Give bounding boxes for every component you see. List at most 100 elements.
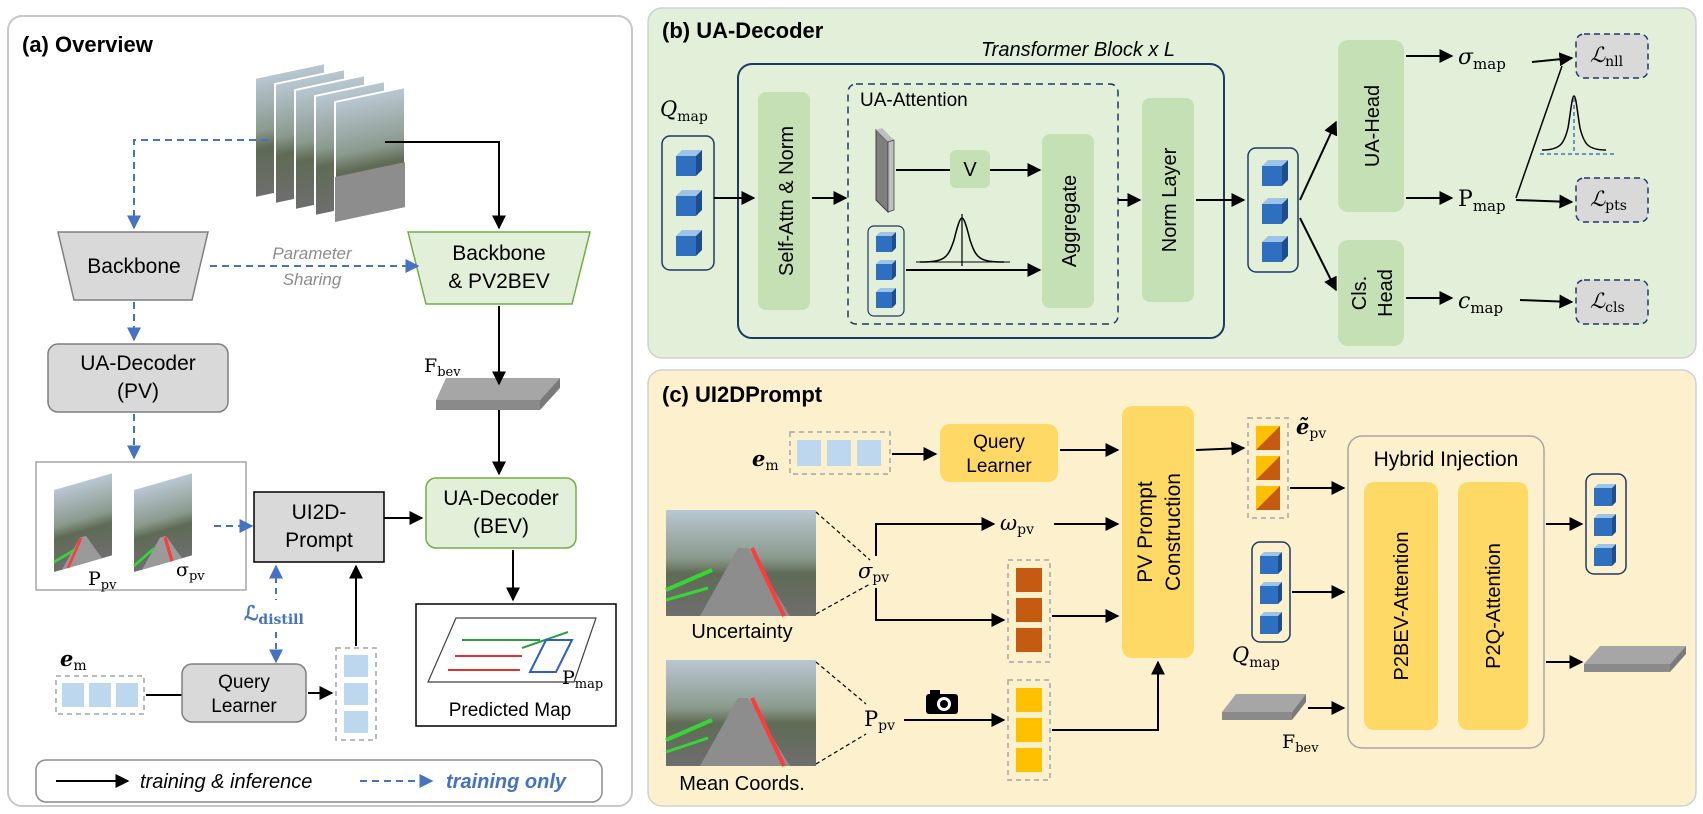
ui2d-prompt-label-1: UI2D- [292,501,347,524]
ua-attention-frame [847,83,1119,325]
legend-box [35,759,603,803]
output-bev-plate-c [1584,646,1686,664]
cls-head-block [1338,240,1404,346]
l-nll-box [1575,33,1649,79]
images-to-backbone-arrow [127,139,268,230]
backbone-pv2bev-block [407,231,591,305]
e-pv-label: ẽpv [1296,414,1326,442]
ua-decoder-bev-block [425,477,577,549]
ui2dprompt-title: (c) UI2DPrompt [662,382,823,407]
camera-icon [926,690,958,714]
transformer-block-label: Transformer Block x L [981,39,1175,61]
l-pts-box [1575,177,1649,223]
omega-pv-label: ωpv [1000,511,1034,538]
l-pts-label: ℒpts [1590,187,1627,214]
f-bev-label: Fbev [424,355,461,380]
ua-decoder-pv-block [47,343,229,413]
p2q-attention-block [1458,482,1528,730]
key-plate [875,128,889,214]
q-map-cubes-b [676,150,702,256]
legend-dashed-label: training only [446,771,567,793]
norm-layer-block [1142,98,1194,302]
backbone-pv2bev-label-2: & PV2BEV [448,270,550,293]
c-map-label: cmap [1458,289,1503,317]
ua-head-label: UA-Head [1362,85,1384,167]
sigma-pv-label: σpv [176,559,205,584]
output-cubes-b [1262,160,1288,262]
ua-attention-label: UA-Attention [860,90,968,111]
p2bev-attention-label: P2BEV-Attention [1391,532,1413,681]
p2bev-attention-block [1364,482,1438,730]
ua-head-block [1338,40,1404,212]
pv-output-image-1 [53,473,112,572]
uncertainty-tokens [1007,559,1051,663]
backbone-pv2bev-label-1: Backbone [452,242,545,265]
uncertainty-image [665,510,816,617]
backbone-block [57,231,209,301]
mean-coords-label: Mean Coords. [679,773,805,795]
sigma-map-label: σmap [1458,45,1506,73]
predicted-map-label: Predicted Map [449,700,572,721]
l-distill-label: ℒdistill [244,601,304,628]
e-pv-tokens [1247,417,1289,519]
ua-decoder-bev-label-1: UA-Decoder [443,487,559,510]
aggregate-label: Aggregate [1059,175,1081,267]
parameter-sharing-label-1: Parameter [272,244,353,263]
l-cls-box [1575,279,1649,325]
pv-prompt-label-2: Construction [1162,473,1185,591]
query-learner-a-label-1: Query [218,672,270,693]
mean-coords-tokens [1007,679,1051,781]
camera-images-stack [254,61,406,224]
f-bev-label-c: Fbev [1282,731,1319,756]
p-pv-label-c: Ppv [864,707,895,734]
cls-head-label-2: Head [1375,269,1397,317]
backbone-label: Backbone [87,255,180,278]
e-m-token-group-c [789,431,891,475]
p-map-label-b: Pmap [1458,187,1506,215]
ui2d-prompt-block [253,491,385,563]
ua-decoder-pv-label-2: (PV) [117,380,159,403]
self-attn-norm-block [758,92,810,310]
sigma-pv-label-c: σpv [858,559,889,586]
cls-head-label-1: Cls. [1349,276,1371,310]
l-cls-label: ℒcls [1590,289,1625,316]
v-block [950,150,990,188]
pv-prompt-label-1: PV Prompt [1134,481,1157,583]
e-m-label-c: em [752,446,779,474]
e-pv-token-fills [1256,426,1280,510]
p2q-attention-label: P2Q-Attention [1483,543,1505,669]
p-map-label: Pmap [562,667,603,692]
pv-output-image-2 [133,473,192,572]
q-map-cubes-c [1260,552,1282,634]
uncertainty-label: Uncertainty [691,621,792,643]
e-m-label: em [60,646,87,674]
output-cubes-c [1594,484,1616,566]
query-learner-block-a [181,663,307,723]
overview-title: (a) Overview [22,32,154,57]
query-learner-a-label-2: Learner [211,696,277,717]
query-cubes-b [876,232,896,308]
f-bev-plate-c [1222,694,1306,712]
query-learner-block-c [940,424,1058,482]
query-learner-c-label-1: Query [973,432,1025,453]
mean-coords-image [665,660,816,767]
predicted-map-plane [427,617,597,683]
self-attn-norm-label: Self-Attn & Norm [776,126,798,276]
ua-decoder-title: (b) UA-Decoder [662,18,824,43]
pv-prompt-construction-block [1122,406,1194,658]
ua-decoder-bev-label-2: (BEV) [473,515,529,538]
images-to-pv2bev-arrow [385,141,506,230]
ua-decoder-pv-label-1: UA-Decoder [80,352,196,375]
f-bev-plate [436,378,560,400]
legend-solid-label: training & inference [140,771,312,793]
p-pv-label: Ppv [88,568,117,593]
query-tokens-a [335,647,377,741]
aggregate-block [1042,134,1094,308]
hybrid-injection-label: Hybrid Injection [1374,448,1519,471]
v-label: V [963,159,977,181]
q-map-label-b: Qmap [660,97,708,125]
parameter-sharing-label-2: Sharing [283,270,342,289]
q-map-label-c: Qmap [1232,643,1280,671]
ui2d-prompt-label-2: Prompt [285,529,353,552]
